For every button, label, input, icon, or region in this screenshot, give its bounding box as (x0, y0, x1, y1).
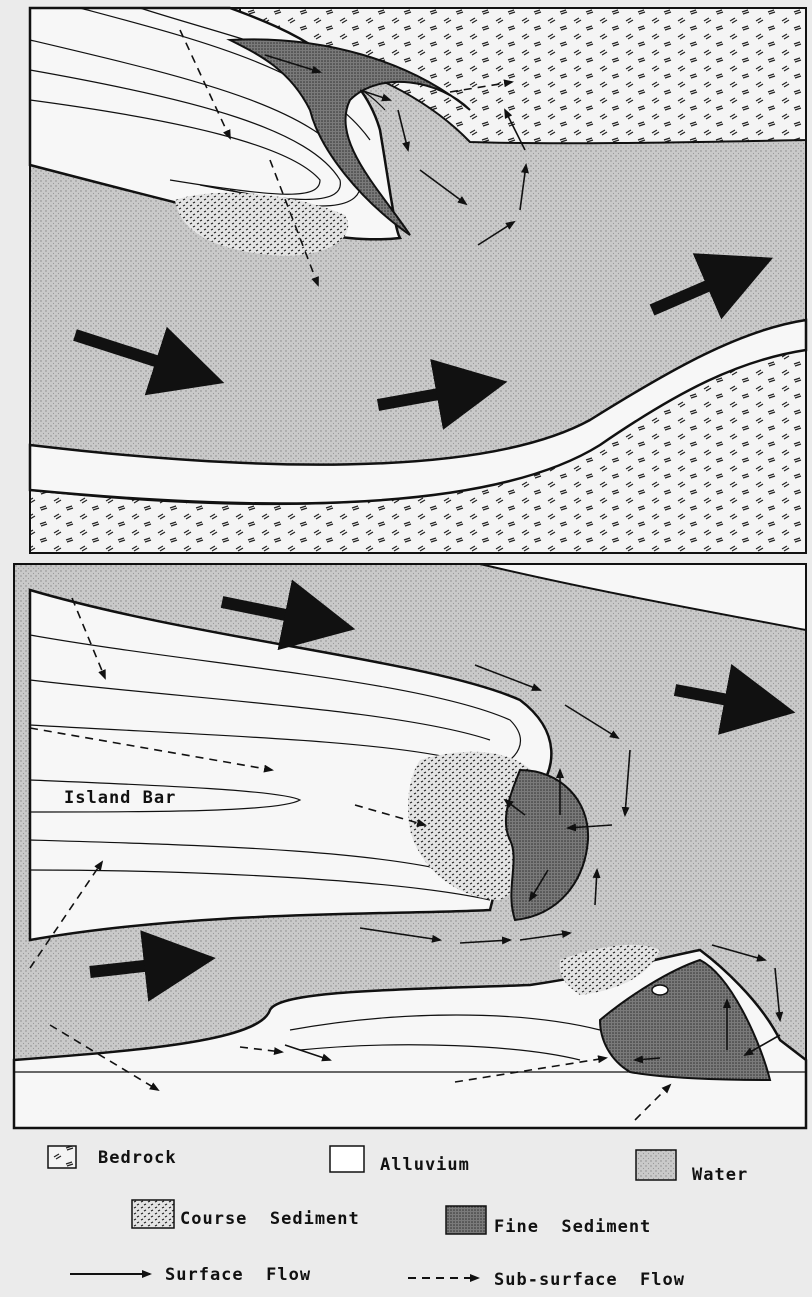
small-island (652, 985, 668, 995)
legend-coarse-sediment-label: Course Sediment (180, 1209, 360, 1229)
legend-subsurface-flow: Sub-surface Flow (408, 1270, 685, 1290)
legend-fine-sediment-label: Fine Sediment (494, 1217, 651, 1237)
legend-bedrock-label: Bedrock (98, 1148, 177, 1168)
legend-alluvium-label: Alluvium (380, 1155, 470, 1175)
upper-panel (30, 8, 806, 553)
legend-water-label: Water (692, 1165, 748, 1185)
legend-bedrock: Bedrock (48, 1146, 177, 1168)
legend-alluvium: Alluvium (330, 1146, 470, 1175)
legend: Bedrock Alluvium Water Course Sediment F… (48, 1146, 748, 1290)
lower-panel: Island Bar (14, 564, 806, 1128)
legend-water: Water (636, 1150, 748, 1185)
island-bar-label: Island Bar (64, 788, 176, 808)
legend-surface-flow-label: Surface Flow (165, 1265, 311, 1285)
legend-fine-sediment: Fine Sediment (446, 1206, 651, 1237)
legend-subsurface-flow-label: Sub-surface Flow (494, 1270, 685, 1290)
legend-surface-flow: Surface Flow (70, 1265, 311, 1285)
legend-coarse-sediment: Course Sediment (132, 1200, 360, 1229)
